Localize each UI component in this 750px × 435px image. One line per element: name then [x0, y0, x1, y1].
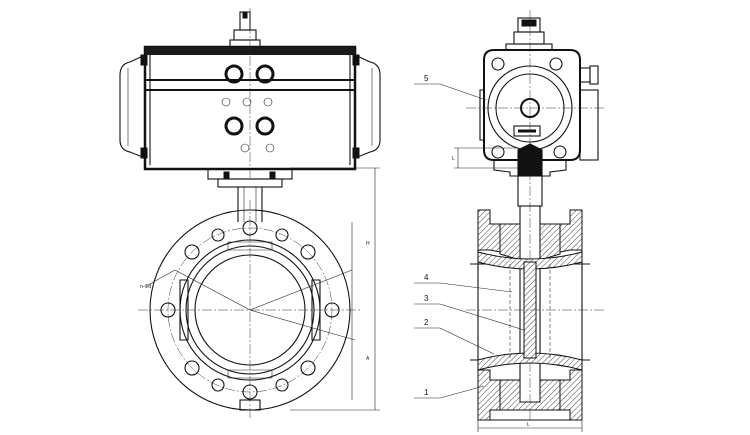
stem-dimension: L [452, 147, 518, 169]
top-indicator [229, 11, 261, 48]
part-label-2: 2 [424, 318, 429, 327]
actuator-side [466, 10, 604, 420]
part-label-4: 4 [424, 273, 429, 282]
height-label-a: H [366, 241, 370, 247]
part-label-3: 3 [424, 294, 429, 303]
front-view: n-Φd H A [119, 8, 381, 420]
part-leaders: 5 4 3 2 1 [414, 74, 525, 399]
stem-label: L [452, 156, 455, 162]
front-dimensions: H A [290, 167, 380, 411]
side-top-indicator [505, 17, 553, 51]
part-label-5: 5 [424, 74, 429, 83]
valve-body-front: n-Φd [138, 200, 362, 420]
side-view: L L 5 4 3 2 1 [414, 10, 604, 432]
mounting-bracket [207, 168, 293, 222]
actuator-front [119, 8, 381, 180]
width-label: L [527, 422, 530, 428]
height-label-b: A [366, 356, 370, 362]
pcd-label: n-Φd [140, 284, 151, 290]
part-label-1: 1 [424, 388, 429, 397]
side-valve-body [466, 209, 604, 421]
width-dimension: L [477, 412, 583, 432]
